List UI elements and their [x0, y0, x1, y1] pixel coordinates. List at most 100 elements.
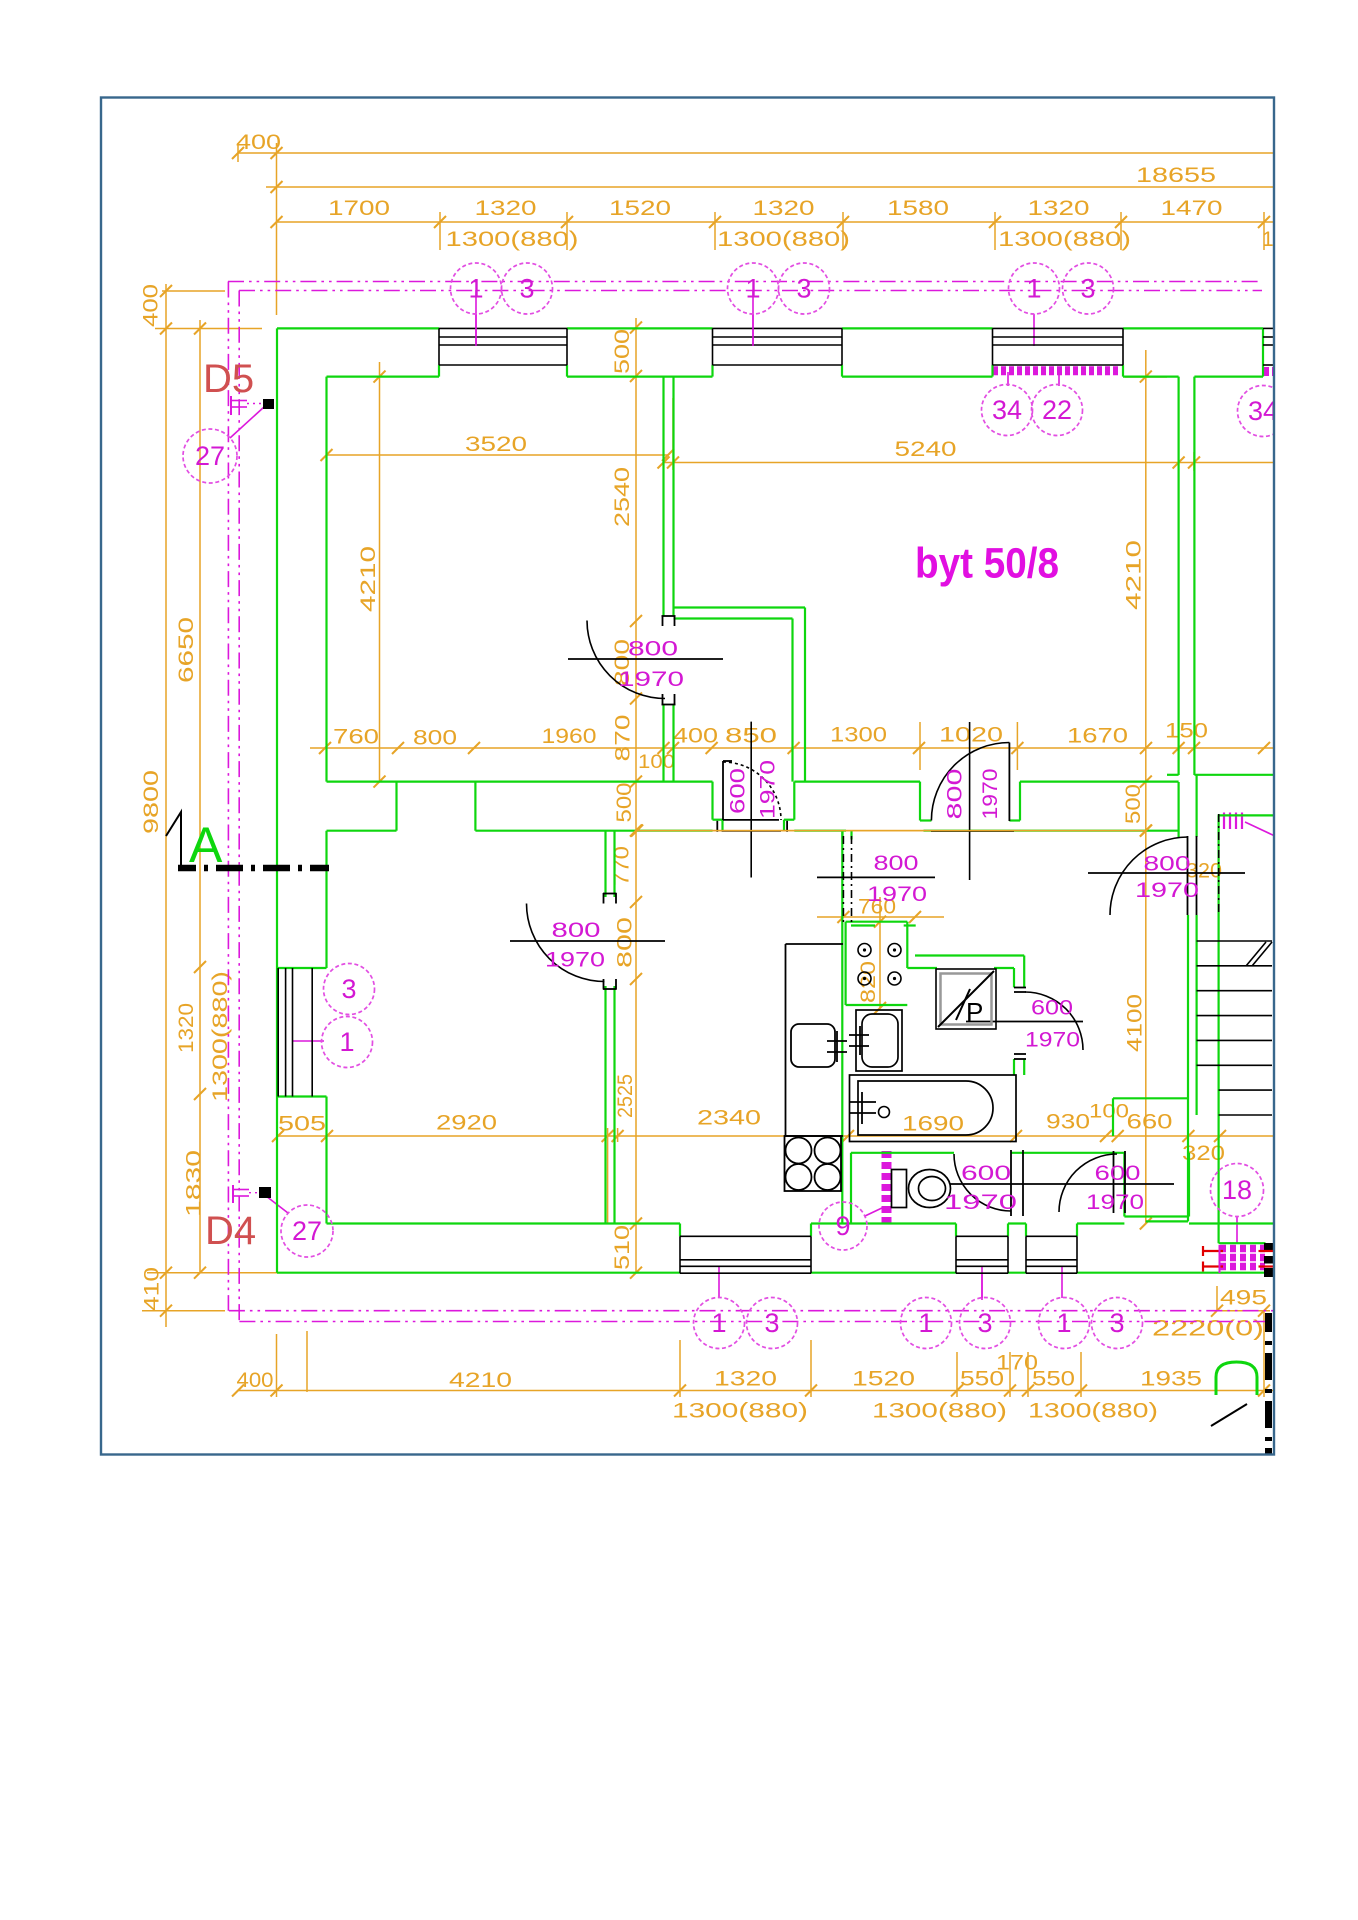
svg-text:1: 1 [1056, 1308, 1071, 1338]
svg-text:770: 770 [610, 846, 633, 886]
svg-text:1300(880): 1300(880) [1028, 1399, 1158, 1422]
svg-text:1970: 1970 [1135, 879, 1199, 902]
svg-text:D4: D4 [205, 1209, 256, 1253]
svg-text:1970: 1970 [756, 760, 779, 819]
svg-text:D5: D5 [203, 357, 254, 401]
svg-text:2920: 2920 [436, 1111, 497, 1134]
svg-text:600: 600 [1031, 996, 1073, 1019]
svg-text:800: 800 [628, 637, 678, 660]
svg-text:820: 820 [857, 961, 880, 1003]
svg-text:2525: 2525 [614, 1074, 637, 1118]
svg-text:P: P [966, 997, 983, 1027]
svg-text:byt 50/8: byt 50/8 [915, 540, 1059, 588]
svg-text:495: 495 [1220, 1286, 1267, 1309]
svg-text:500: 500 [613, 783, 636, 823]
svg-text:22: 22 [1042, 395, 1072, 425]
svg-text:550: 550 [960, 1367, 1004, 1390]
svg-text:600: 600 [1095, 1162, 1141, 1185]
svg-text:1320: 1320 [475, 197, 537, 220]
svg-text:3: 3 [519, 274, 534, 304]
svg-text:870: 870 [611, 715, 634, 762]
svg-text:9800: 9800 [140, 770, 163, 834]
svg-text:930: 930 [1046, 1110, 1090, 1133]
svg-text:660: 660 [1127, 1110, 1173, 1133]
svg-text:800: 800 [611, 639, 634, 686]
svg-text:760: 760 [333, 725, 379, 748]
svg-text:400: 400 [673, 724, 718, 747]
svg-text:1300(880): 1300(880) [872, 1399, 1007, 1422]
svg-text:1970: 1970 [944, 1191, 1017, 1214]
svg-text:320: 320 [1186, 859, 1222, 882]
svg-text:800: 800 [943, 769, 966, 820]
svg-text:760: 760 [858, 895, 896, 918]
svg-text:3: 3 [1109, 1308, 1124, 1338]
svg-text:1970: 1970 [545, 948, 605, 971]
svg-text:400: 400 [236, 131, 281, 154]
svg-text:800: 800 [552, 919, 601, 942]
svg-text:1970: 1970 [618, 668, 684, 691]
svg-text:1970: 1970 [1086, 1191, 1144, 1214]
svg-text:1320: 1320 [714, 1367, 777, 1390]
svg-text:510: 510 [611, 1225, 634, 1270]
svg-text:1300(880): 1300(880) [209, 971, 232, 1102]
svg-text:1320: 1320 [1028, 197, 1090, 220]
svg-text:4210: 4210 [357, 546, 380, 612]
svg-text:3: 3 [1080, 274, 1095, 304]
svg-text:1970: 1970 [867, 883, 927, 906]
svg-text:6650: 6650 [175, 617, 198, 683]
svg-text:400: 400 [237, 1369, 274, 1392]
svg-text:34: 34 [992, 395, 1022, 425]
svg-text:1520: 1520 [852, 1367, 915, 1390]
svg-text:600: 600 [726, 768, 749, 814]
svg-text:600: 600 [961, 1162, 1011, 1185]
svg-text:1300: 1300 [830, 723, 887, 746]
svg-text:1: 1 [918, 1308, 933, 1338]
svg-text:3: 3 [977, 1308, 992, 1338]
svg-text:4210: 4210 [449, 1369, 512, 1392]
svg-text:1: 1 [468, 274, 483, 304]
svg-text:27: 27 [292, 1216, 322, 1246]
svg-text:1470: 1470 [1161, 197, 1223, 220]
svg-text:1935: 1935 [1140, 1367, 1202, 1390]
svg-text:3: 3 [796, 274, 811, 304]
svg-text:800: 800 [1144, 852, 1191, 875]
svg-text:800: 800 [613, 917, 636, 968]
svg-text:1970: 1970 [979, 769, 1002, 820]
svg-text:5240: 5240 [895, 438, 957, 461]
svg-text:3: 3 [764, 1308, 779, 1338]
svg-text:3: 3 [341, 974, 356, 1004]
svg-text:34: 34 [1248, 396, 1278, 426]
svg-text:100: 100 [638, 752, 675, 773]
svg-text:2340: 2340 [697, 1106, 761, 1129]
svg-text:150: 150 [1165, 719, 1208, 742]
svg-text:4100: 4100 [1123, 994, 1146, 1052]
svg-text:800: 800 [413, 726, 457, 749]
svg-text:400: 400 [139, 284, 162, 327]
svg-text:100: 100 [1089, 1102, 1129, 1123]
svg-text:1690: 1690 [902, 1112, 964, 1135]
svg-text:1300(880): 1300(880) [998, 228, 1131, 251]
svg-text:A: A [189, 817, 223, 873]
svg-text:1: 1 [745, 274, 760, 304]
svg-text:1970: 1970 [1025, 1028, 1080, 1051]
svg-text:1300(880): 1300(880) [446, 228, 579, 251]
svg-text:1300(880): 1300(880) [672, 1399, 808, 1422]
svg-text:18655: 18655 [1136, 164, 1216, 187]
svg-text:320: 320 [1182, 1142, 1225, 1165]
svg-text:2220(0): 2220(0) [1152, 1316, 1264, 1341]
svg-text:18: 18 [1222, 1175, 1252, 1205]
svg-text:1300(880): 1300(880) [717, 228, 850, 251]
svg-text:2540: 2540 [611, 467, 634, 527]
svg-text:500: 500 [1122, 784, 1145, 824]
svg-text:1670: 1670 [1067, 724, 1128, 747]
svg-text:1320: 1320 [753, 197, 815, 220]
svg-text:1: 1 [339, 1027, 354, 1057]
svg-text:1520: 1520 [609, 197, 671, 220]
svg-text:3520: 3520 [465, 433, 527, 456]
svg-text:505: 505 [278, 1112, 326, 1135]
svg-text:410: 410 [140, 1267, 163, 1311]
svg-text:27: 27 [195, 441, 225, 471]
svg-text:1: 1 [1026, 274, 1041, 304]
svg-text:1020: 1020 [939, 723, 1003, 746]
svg-text:9: 9 [835, 1211, 850, 1241]
